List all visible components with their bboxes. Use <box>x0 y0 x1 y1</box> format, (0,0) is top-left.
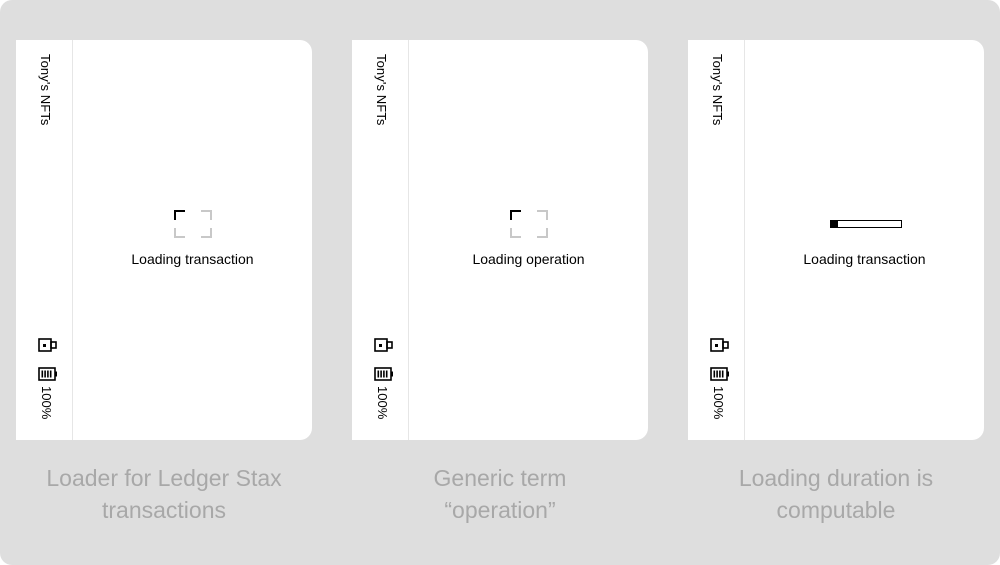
loading-spinner-icon <box>510 210 548 238</box>
loading-content: Loading operation <box>409 40 648 440</box>
device-screen: Tony's NFTs 100% <box>688 40 984 440</box>
caption-line: computable <box>776 497 896 523</box>
loading-content: Loading transaction <box>745 40 984 440</box>
caption-line: “operation” <box>444 497 556 523</box>
status-side-bar: Tony's NFTs 100% <box>16 40 73 440</box>
loading-spinner-icon <box>174 210 212 238</box>
usb-icon <box>710 338 729 352</box>
caption-line: Loading duration is <box>738 465 934 491</box>
battery-level: 100% <box>39 386 54 420</box>
panel-computable-duration: Tony's NFTs 100% <box>688 40 984 526</box>
caption-line: Loader for Ledger Stax <box>46 465 282 491</box>
device-name: Tony's NFTs <box>38 54 53 126</box>
progress-bar-fill <box>831 221 838 227</box>
panel-caption: Generic term “operation” <box>352 462 648 526</box>
caption-line: transactions <box>101 497 226 523</box>
panel-generic-operation: Tony's NFTs 100% <box>352 40 648 526</box>
device-screen: Tony's NFTs 100% <box>352 40 648 440</box>
caption-line: Generic term <box>433 465 567 491</box>
device-name: Tony's NFTs <box>374 54 389 126</box>
loading-text: Loading transaction <box>131 251 254 267</box>
battery-icon <box>710 367 729 381</box>
loading-content: Loading transaction <box>73 40 312 440</box>
progress-bar <box>830 220 902 228</box>
battery-icon <box>374 367 393 381</box>
device-screen: Tony's NFTs 100% <box>16 40 312 440</box>
panel-caption: Loader for Ledger Stax transactions <box>16 462 312 526</box>
battery-icon <box>38 367 57 381</box>
loading-text: Loading operation <box>472 251 585 267</box>
usb-icon <box>374 338 393 352</box>
loading-text: Loading transaction <box>803 251 926 267</box>
status-side-bar: Tony's NFTs 100% <box>688 40 745 440</box>
status-side-bar: Tony's NFTs 100% <box>352 40 409 440</box>
battery-level: 100% <box>375 386 390 420</box>
panel-caption: Loading duration is computable <box>688 462 984 526</box>
panel-loader-transactions: Tony's NFTs 100% <box>16 40 312 526</box>
battery-level: 100% <box>711 386 726 420</box>
device-name: Tony's NFTs <box>710 54 725 126</box>
usb-icon <box>38 338 57 352</box>
